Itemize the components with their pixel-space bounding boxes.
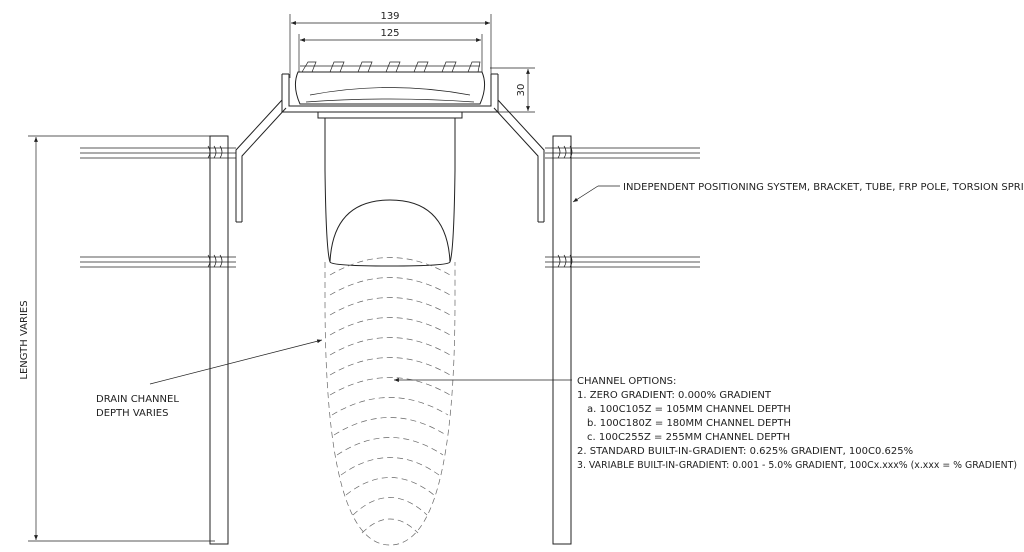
right-pole [545, 135, 700, 545]
length-varies-label: LENGTH VARIES [19, 300, 30, 379]
dimension-139-label: 139 [380, 11, 399, 22]
channel-option-line: 2. STANDARD BUILT-IN-GRADIENT: 0.625% GR… [577, 446, 913, 457]
dimension-139: 139 [289, 11, 492, 78]
grate-frame [281, 61, 499, 119]
positioning-system-label: INDEPENDENT POSITIONING SYSTEM, BRACKET,… [623, 182, 1024, 193]
dimension-125: 125 [298, 28, 483, 78]
channel-option-line: 1. ZERO GRADIENT: 0.000% GRADIENT [577, 390, 772, 401]
channel-options-notes: CHANNEL OPTIONS: 1. ZERO GRADIENT: 0.000… [577, 376, 1017, 471]
dimension-125-label: 125 [380, 28, 399, 39]
channel-options-heading: CHANNEL OPTIONS: [577, 376, 676, 387]
channel-option-line: b. 100C180Z = 180MM CHANNEL DEPTH [587, 418, 791, 429]
dimension-30: 30 [490, 67, 535, 113]
dimension-length-varies: LENGTH VARIES [19, 135, 215, 542]
drain-channel-label-line1: DRAIN CHANNEL [96, 394, 179, 405]
positioning-system-leader [572, 185, 620, 203]
channel-tube [324, 118, 456, 267]
dimension-30-label: 30 [516, 84, 527, 97]
channel-option-line: 3. VARIABLE BUILT-IN-GRADIENT: 0.001 - 5… [577, 460, 1017, 471]
left-pole [80, 135, 236, 545]
drain-channel-label-line2: DEPTH VARIES [96, 408, 168, 419]
channel-option-line: c. 100C255Z = 255MM CHANNEL DEPTH [587, 432, 790, 443]
drain-channel-leader [149, 339, 323, 385]
channel-option-line: a. 100C105Z = 105MM CHANNEL DEPTH [587, 404, 791, 415]
right-bracket [493, 99, 545, 223]
channel-depth-dashed [324, 257, 456, 546]
left-bracket [235, 99, 287, 223]
